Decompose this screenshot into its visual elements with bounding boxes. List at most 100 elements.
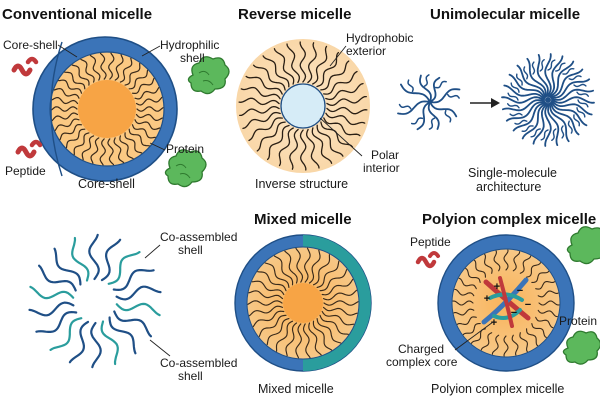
polyion-micelle-panel: Polyion complex micelle +−+−+− Peptide P… [386, 211, 600, 396]
hydrophobic-tails [238, 41, 368, 171]
tail-chain [275, 320, 294, 352]
tail-chain [511, 334, 519, 356]
polymer-arm [429, 76, 441, 103]
tail-chain [256, 121, 286, 152]
tail-chain [113, 137, 125, 164]
tail-chain [89, 54, 101, 81]
polymer-chain [49, 317, 83, 351]
polymer-chain [28, 301, 75, 317]
peptide-icon [11, 56, 39, 77]
tail-chain [248, 117, 283, 142]
tail-chain [124, 62, 141, 86]
tail-chain [537, 309, 558, 318]
tail-chain [321, 310, 355, 326]
mixed-micelle-caption: Mixed micelle [258, 382, 334, 396]
tail-chain [99, 138, 106, 166]
tail-chain [71, 64, 90, 86]
star-arm [502, 99, 545, 112]
tail-chain [321, 278, 354, 296]
tail-chain [307, 42, 317, 84]
star-arm [549, 102, 570, 143]
polymer-chain [113, 310, 152, 338]
tail-chain [64, 71, 86, 90]
hydrophilic-shell-label: Hydrophilic [160, 38, 219, 52]
tail-chain [273, 48, 295, 85]
tail-chain [136, 106, 164, 112]
tail-chain [325, 112, 366, 126]
star-arm [544, 103, 552, 147]
tail-chain [512, 251, 521, 272]
tail-chain [131, 124, 156, 139]
star-arm [549, 101, 580, 136]
star-arm [521, 102, 547, 140]
tail-chain [124, 132, 143, 154]
tail-chain [131, 77, 155, 94]
leader-line [149, 339, 171, 357]
tail-chain [323, 300, 359, 306]
leader-line [454, 321, 494, 351]
hydrophobic-exterior-label-line2: exterior [346, 44, 386, 58]
tail-chain [538, 300, 560, 306]
tail-chain [128, 128, 150, 147]
star-arm [508, 73, 546, 99]
conventional-micelle-panel: Conventional micelle Core-shell Hydrophi… [2, 6, 230, 191]
polymer-chain [100, 320, 119, 366]
tail-chain [454, 288, 475, 297]
tail-chain [323, 70, 358, 95]
protein-label: Protein [559, 314, 597, 328]
star-branch [507, 92, 519, 101]
single-molecule-caption: Single-molecule [468, 166, 557, 180]
star-arm [551, 100, 593, 116]
tail-chain [90, 137, 100, 164]
protein-icon [164, 149, 207, 188]
tail-chain [248, 290, 284, 300]
star-branch [510, 82, 520, 93]
polymer-chain [35, 310, 78, 333]
star-arm [544, 53, 552, 97]
star-branch [562, 68, 575, 75]
star-branch [539, 59, 545, 72]
tail-chain [531, 270, 550, 283]
hydrophobic-core [78, 80, 136, 138]
charged-complex-core-label-line2: complex core [386, 355, 458, 369]
tail-chain [491, 334, 500, 355]
architecture-caption: architecture [476, 180, 541, 194]
star-branch [523, 66, 529, 80]
star-arm [501, 96, 545, 104]
coassembled-shell-label-bottom-line2: shell [178, 369, 203, 383]
tail-chain [53, 87, 80, 99]
tail-chain [59, 124, 83, 141]
tail-chain [54, 118, 80, 131]
unimolecular-micelle-panel: Unimolecular micelle Single-molecule arc… [397, 6, 595, 194]
polyion-micelle-title: Polyion complex micelle [422, 211, 596, 228]
tail-chain [264, 262, 290, 288]
charge-sign: + [494, 281, 500, 293]
tail-chain [306, 128, 320, 169]
leader-line [144, 244, 161, 259]
hydrophobic-tails [247, 247, 359, 359]
charge-sign: − [517, 285, 523, 297]
polymer-chain [38, 264, 77, 292]
tail-chain [239, 105, 280, 117]
star-arm [503, 84, 545, 100]
star-arm [536, 54, 549, 97]
tail-chain [299, 41, 307, 83]
star-branch [577, 99, 589, 108]
mixed-shell-teal [303, 235, 371, 371]
tail-chain [322, 289, 358, 301]
charged-complex-core-label: Charged [398, 342, 444, 356]
polar-interior-label: Polar [371, 148, 399, 162]
polymer-branch [423, 74, 430, 87]
tail-chain [316, 260, 340, 288]
cutaway-edge [50, 41, 63, 177]
tail-chain [465, 267, 481, 283]
polymer-chain [90, 321, 102, 369]
coassembled-shell-label-top-line2: shell [178, 243, 203, 257]
star-branch [551, 128, 557, 141]
tail-chain [107, 138, 115, 166]
star-branch [573, 83, 587, 88]
tail-chain [81, 135, 95, 161]
tail-chain [537, 290, 559, 298]
leader-line [149, 142, 166, 151]
star-branch [573, 114, 580, 127]
